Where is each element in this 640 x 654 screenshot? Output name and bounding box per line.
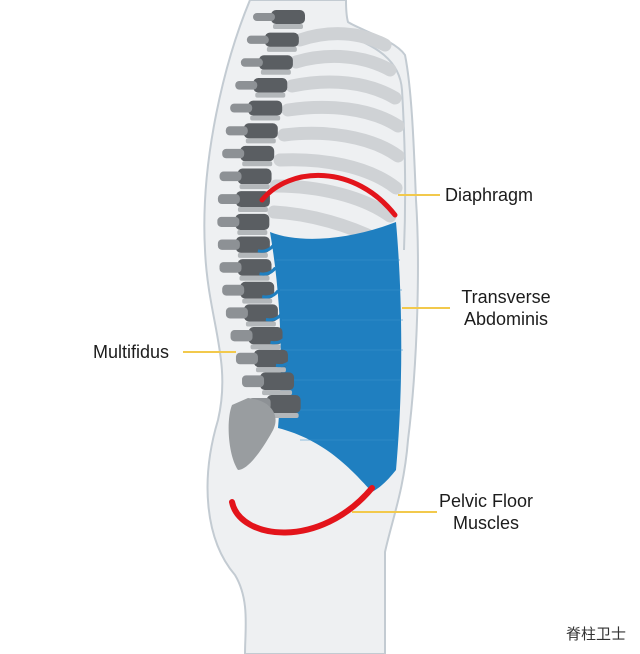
vertebra <box>248 327 283 345</box>
watermark-text: 脊柱卫士 <box>565 625 626 643</box>
intervertebral-disc <box>239 184 270 190</box>
vertebra-process <box>235 352 258 365</box>
multifidus-muscle-segment <box>270 335 288 345</box>
label-transverse-abdominis: Transverse Abdominis <box>452 286 560 330</box>
intervertebral-disc <box>237 229 268 235</box>
multifidus-muscle-segment <box>261 289 280 299</box>
vertebra-process <box>225 307 248 319</box>
vertebra <box>235 236 270 253</box>
vertebra-process <box>246 35 269 44</box>
vertebra-process <box>230 330 253 342</box>
label-transverse-line2: Abdominis <box>463 309 549 329</box>
intervertebral-disc <box>262 390 293 396</box>
rib-cage <box>267 27 405 247</box>
intervertebral-disc <box>250 344 281 350</box>
vertebra <box>240 281 275 299</box>
multifidus-muscle-segment <box>275 358 294 368</box>
leader-lines <box>183 194 450 513</box>
vertebra-process <box>230 103 253 113</box>
vertebra-process <box>235 80 258 90</box>
body-inner-outline <box>344 34 407 251</box>
intervertebral-disc <box>239 275 270 281</box>
intervertebral-disc <box>250 115 281 121</box>
label-diaphragm: Diaphragm <box>445 185 534 205</box>
vertebra <box>243 304 278 322</box>
vertebra <box>240 145 275 162</box>
vertebra <box>264 32 299 47</box>
intervertebral-disc <box>260 69 291 75</box>
intervertebral-disc <box>245 138 276 144</box>
label-pelvic-floor: Pelvic Floor Muscles <box>432 490 540 534</box>
label-transverse-line1: Transverse <box>461 287 551 307</box>
intervertebral-disc <box>266 46 297 52</box>
intervertebral-disc <box>242 298 273 304</box>
multifidus-muscle-segment <box>257 243 276 253</box>
vertebra <box>271 10 305 24</box>
intervertebral-disc <box>237 207 268 213</box>
vertebra-process <box>219 262 242 273</box>
vertebra <box>253 77 288 93</box>
multifidus-muscle-segment <box>265 312 284 322</box>
vertebra-process <box>217 239 240 250</box>
vertebra-process <box>217 216 240 227</box>
vertebra <box>266 395 301 413</box>
vertebra <box>248 100 283 116</box>
vertebra <box>237 259 272 276</box>
intervertebral-disc <box>245 321 276 327</box>
vertebra-process <box>225 126 248 136</box>
vertebra <box>243 123 278 139</box>
intervertebral-disc <box>268 413 299 418</box>
vertebra-process <box>253 13 275 21</box>
vertebra <box>258 55 293 70</box>
intervertebral-disc <box>273 24 303 29</box>
intervertebral-disc <box>255 92 286 98</box>
vertebra <box>260 372 295 391</box>
diaphragm-muscle <box>259 173 398 218</box>
muscle-fiber-lines <box>276 259 403 441</box>
vertebra-process <box>219 171 242 182</box>
vertebra-process <box>240 58 263 67</box>
vertebra <box>253 349 288 368</box>
sacrum <box>228 398 276 470</box>
multifidus-muscle-segment <box>259 266 277 276</box>
vertebra-process <box>222 148 245 159</box>
label-pelvic-line2: Muscles <box>452 513 519 533</box>
vertebra <box>237 168 272 185</box>
intervertebral-disc <box>242 161 273 167</box>
vertebra <box>235 213 270 230</box>
label-multifidus: Multifidus <box>93 342 170 362</box>
vertebra-process <box>242 375 265 388</box>
intervertebral-disc <box>237 252 268 258</box>
spine <box>217 10 305 418</box>
intervertebral-disc <box>255 367 286 373</box>
pelvic-floor-muscle <box>229 485 375 536</box>
vertebra-process <box>222 284 245 296</box>
vertebra-process <box>217 194 240 205</box>
label-pelvic-line1: Pelvic Floor <box>438 491 534 511</box>
vertebra <box>235 191 270 208</box>
